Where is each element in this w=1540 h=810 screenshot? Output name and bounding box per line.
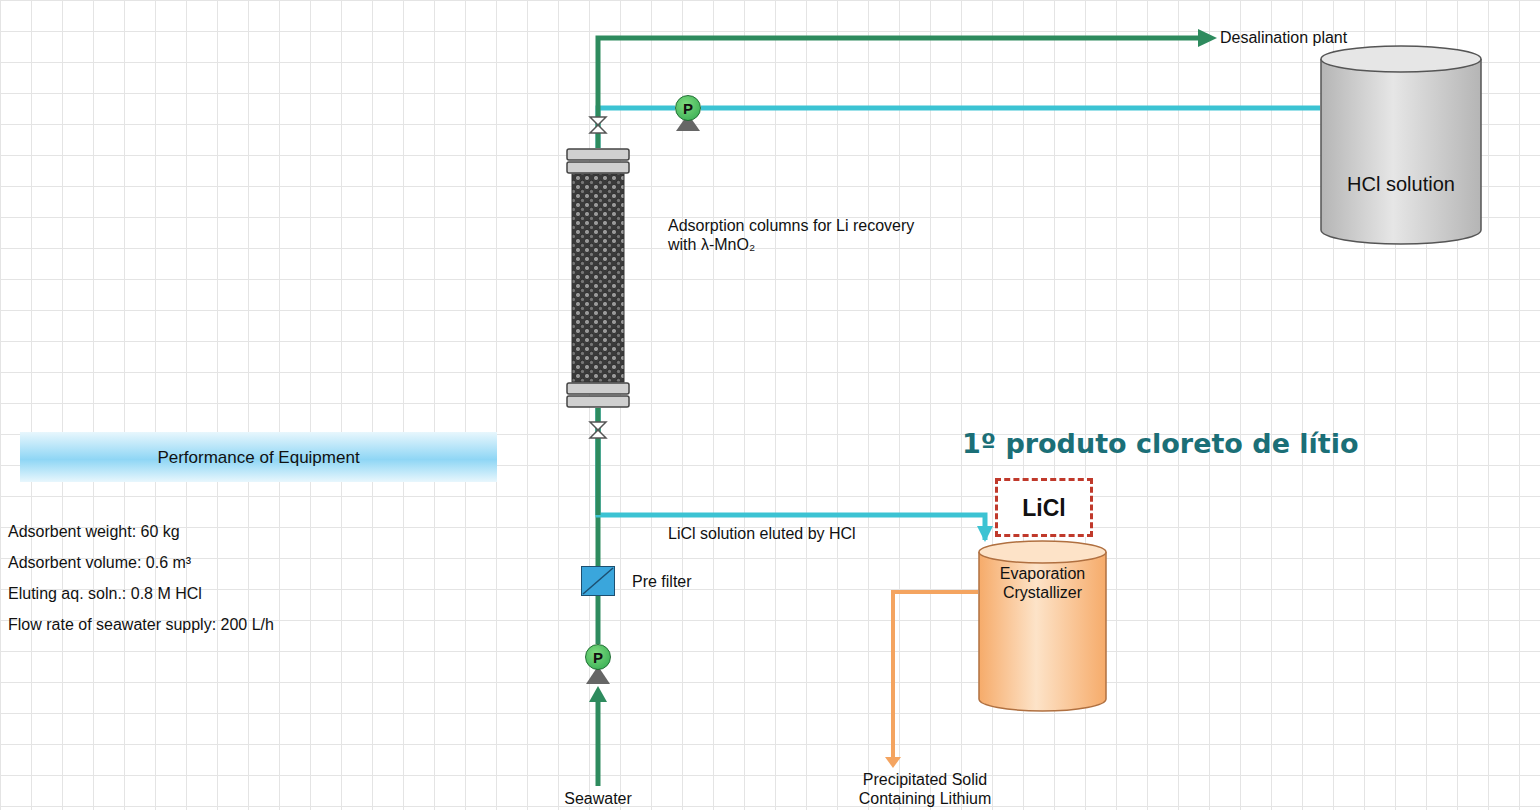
pipe-connector [598, 108, 675, 148]
pipe-connector [598, 408, 985, 540]
callout-heading: 1º produto cloreto de lítio [962, 428, 1359, 460]
node-label: Evaporation Crystallizer [978, 564, 1107, 602]
pipe-arrowhead [589, 686, 607, 702]
adsorption-column: Adsorption columns for Li recovery with … [566, 148, 630, 408]
seawater-pipe [598, 38, 1200, 786]
pump-symbol: P [675, 95, 701, 121]
node-label: Adsorption columns for Li recovery with … [668, 216, 918, 254]
note-label: Adsorbent weight: 60 kg [8, 522, 180, 541]
note-label: Flow rate of seawater supply: 200 L/h [8, 615, 274, 634]
pipe-connector [701, 106, 1320, 111]
node-label: HCl solution [1320, 173, 1482, 196]
node-label: Pre filter [632, 572, 752, 591]
filter-symbol: Pre filter [581, 566, 615, 596]
cylinder-outline [1320, 45, 1482, 245]
note-label: Seawater [564, 789, 632, 808]
node-label: P [683, 101, 693, 116]
pipe-arrowhead [885, 757, 901, 768]
title-band: Performance of Equipment [20, 432, 497, 482]
note-label: Desalination plant [1220, 28, 1347, 47]
pipe-arrowhead [1198, 29, 1217, 47]
adsorption-column [566, 148, 630, 408]
pump-symbol: P [585, 644, 611, 670]
crystallizer-tank: Evaporation Crystallizer [978, 540, 1107, 712]
tank-cylinder: HCl solution [1320, 45, 1482, 245]
note-label: Eluting aq. soln.: 0.8 M HCl [8, 584, 202, 603]
node-label: LiCl [1022, 495, 1065, 521]
pipe-label: LiCl solution eluted by HCl [668, 524, 856, 543]
note-label: Adsorbent volume: 0.6 m³ [8, 553, 191, 572]
solid-outlet-pipe [893, 592, 978, 760]
product-box: LiCl [995, 478, 1093, 537]
note-label: Precipitated Solid Containing Lithium [830, 770, 1020, 808]
node-label: Performance of Equipment [157, 448, 359, 467]
pipe-connector [596, 596, 601, 644]
filter-diagonal [581, 566, 615, 596]
node-label: P [593, 650, 603, 665]
